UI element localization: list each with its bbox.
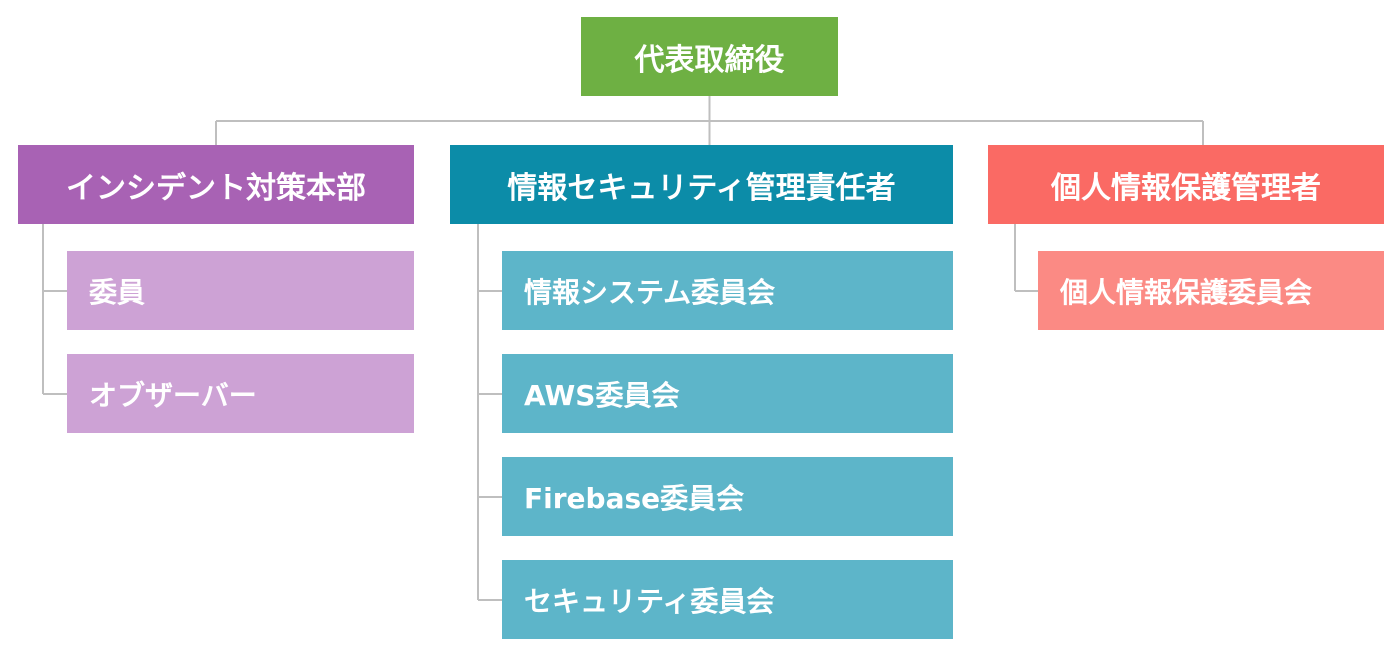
department-label: 個人情報保護管理者 [1051, 170, 1321, 206]
department-infosec-manager: 情報セキュリティ管理責任者 [450, 145, 953, 224]
child-label: オブザーバー [89, 378, 257, 412]
child-label: 情報システム委員会 [524, 275, 776, 309]
incident-child-observer: オブザーバー [67, 354, 414, 433]
child-label: Firebase委員会 [524, 481, 745, 515]
department-incident-response: インシデント対策本部 [18, 145, 414, 224]
child-label: AWS委員会 [524, 378, 680, 412]
root-node-ceo: 代表取締役 [581, 17, 838, 96]
child-label: 個人情報保護委員会 [1060, 275, 1313, 309]
security-child-firebase-committee: Firebase委員会 [502, 457, 953, 536]
child-label: 委員 [89, 275, 146, 309]
root-node-label: 代表取締役 [634, 42, 785, 78]
security-child-aws-committee: AWS委員会 [502, 354, 953, 433]
department-privacy-manager: 個人情報保護管理者 [988, 145, 1384, 224]
incident-child-member: 委員 [67, 251, 414, 330]
security-child-info-systems-committee: 情報システム委員会 [502, 251, 953, 330]
security-child-security-committee: セキュリティ委員会 [502, 560, 953, 639]
department-label: 情報セキュリティ管理責任者 [507, 170, 896, 206]
privacy-child-privacy-committee: 個人情報保護委員会 [1038, 251, 1384, 330]
child-label: セキュリティ委員会 [524, 584, 775, 618]
department-label: インシデント対策本部 [66, 170, 366, 206]
